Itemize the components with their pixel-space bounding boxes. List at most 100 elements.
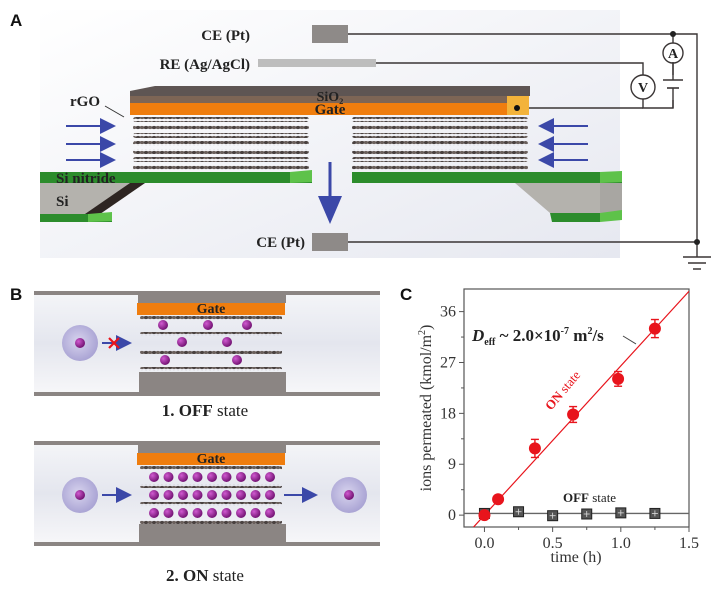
on-data-point bbox=[528, 442, 541, 455]
ion-icon bbox=[149, 472, 159, 482]
ce-top-electrode bbox=[312, 25, 348, 43]
x-axis-label: time (h) bbox=[550, 549, 601, 566]
y-tick-label: 0 bbox=[448, 507, 456, 524]
ion-icon bbox=[178, 508, 188, 518]
on-data-point bbox=[492, 493, 505, 506]
gate-layer bbox=[130, 103, 520, 115]
ion-icon bbox=[222, 337, 232, 347]
si-nitride-layer-left bbox=[40, 172, 312, 183]
ion-icon bbox=[192, 472, 203, 482]
si-label: Si bbox=[56, 194, 69, 210]
panel-a-letter: A bbox=[10, 11, 22, 30]
ion-icon bbox=[236, 508, 246, 518]
ion-icon bbox=[221, 508, 232, 518]
ion-icon bbox=[265, 508, 275, 518]
panel-a: A CE (Pt) RE (Ag/AgCl) A V bbox=[10, 10, 711, 270]
ion-icon bbox=[265, 490, 275, 500]
ion-icon bbox=[178, 472, 188, 482]
ce-bottom-label: CE (Pt) bbox=[256, 235, 305, 251]
gate-label: Gate bbox=[315, 102, 346, 118]
panel-b-letter: B bbox=[10, 285, 22, 304]
re-electrode bbox=[258, 59, 376, 67]
off-state-caption: 1. OFF state bbox=[162, 401, 248, 420]
ion-icon bbox=[207, 472, 217, 482]
y-tick-label: 18 bbox=[440, 405, 456, 422]
ion-icon bbox=[192, 490, 203, 500]
si-nitride-layer-right bbox=[352, 172, 622, 183]
junction-dot bbox=[670, 31, 676, 37]
off-state-label: OFF state bbox=[563, 490, 616, 505]
ion-icon bbox=[207, 490, 217, 500]
ion-icon bbox=[192, 508, 203, 518]
on-data-point bbox=[612, 372, 625, 385]
deff-annotation: Deff ~ 2.0×10-7 m2/s bbox=[471, 326, 604, 348]
ion-icon bbox=[207, 508, 217, 518]
ion-icon bbox=[250, 490, 261, 500]
x-tick-label: 0.0 bbox=[474, 535, 494, 552]
on-state-caption: 2. ON state bbox=[166, 566, 244, 585]
sio2-label: SiO₂ bbox=[317, 90, 344, 105]
ion-icon bbox=[265, 472, 275, 482]
gate-block-off bbox=[137, 303, 285, 315]
off-state-schematic: Gate bbox=[34, 291, 380, 396]
gate-label-on: Gate bbox=[197, 452, 226, 467]
rgo-pointer bbox=[104, 105, 125, 118]
junction-dot bbox=[694, 239, 700, 245]
blocked-cross-icon bbox=[108, 337, 120, 349]
gate-contact-dot bbox=[514, 105, 520, 111]
ion-icon bbox=[250, 508, 261, 518]
x-tick-label: 1.0 bbox=[611, 535, 631, 552]
ce-bottom-electrode bbox=[312, 233, 348, 251]
x-tick-label: 0.5 bbox=[543, 535, 563, 552]
ion-icon bbox=[221, 472, 232, 482]
voltmeter-label: V bbox=[638, 81, 648, 96]
on-data-point bbox=[648, 322, 661, 335]
intercalated-ions-off bbox=[158, 320, 252, 365]
ground-icon bbox=[683, 256, 711, 270]
ion-icon bbox=[163, 472, 174, 482]
si-block-right bbox=[515, 183, 600, 213]
ammeter-label: A bbox=[668, 47, 679, 62]
ion-icon bbox=[178, 490, 188, 500]
ion-icon bbox=[149, 490, 159, 500]
rgo-label: rGO bbox=[70, 94, 100, 110]
x-tick-label: 1.5 bbox=[679, 535, 699, 552]
y-tick-label: 36 bbox=[440, 304, 456, 321]
ion-icon bbox=[158, 320, 168, 330]
y-tick-label: 27 bbox=[440, 354, 456, 371]
ion-icon bbox=[250, 472, 261, 482]
voltmeter-icon bbox=[630, 74, 656, 100]
on-state-schematic: Gate bbox=[34, 441, 380, 546]
ion-icon bbox=[149, 508, 159, 518]
sio2-layer bbox=[130, 86, 530, 96]
intercalated-ions-on bbox=[149, 472, 275, 518]
panel-c: C 0 9 18 27 36 0.0 0.5 1.0 1.5 time (h) ions pe… bbox=[400, 285, 699, 566]
rgo-stack-left bbox=[133, 117, 309, 170]
si-nitride-label: Si nitride bbox=[56, 171, 116, 187]
plot-series bbox=[464, 290, 689, 527]
ion-icon bbox=[236, 472, 246, 482]
gate-block-on bbox=[137, 453, 285, 465]
ion-icon bbox=[177, 337, 187, 347]
y-axis-label: ions permeated (kmol/m2) bbox=[417, 325, 435, 492]
ion-icon bbox=[160, 355, 170, 365]
re-label: RE (Ag/AgCl) bbox=[160, 57, 250, 73]
ion-icon bbox=[236, 490, 246, 500]
inflow-arrows bbox=[66, 118, 588, 168]
ion-icon bbox=[163, 490, 174, 500]
panel-c-letter: C bbox=[400, 285, 412, 304]
ion-icon bbox=[232, 355, 242, 365]
annotation-pointer bbox=[622, 335, 637, 345]
ion-icon bbox=[242, 320, 252, 330]
rgo-stack-right bbox=[352, 117, 528, 170]
on-data-point bbox=[478, 509, 491, 522]
x-axis: 0.0 0.5 1.0 1.5 bbox=[474, 527, 699, 552]
y-axis: 0 9 18 27 36 bbox=[440, 304, 464, 524]
arrow-down-head bbox=[318, 196, 342, 224]
ion-icon bbox=[163, 508, 174, 518]
panel-b: B Gate 1. OFF state bbox=[10, 285, 380, 585]
on-data-point bbox=[567, 408, 580, 421]
y-tick-label: 9 bbox=[448, 456, 456, 473]
ion-icon bbox=[203, 320, 213, 330]
